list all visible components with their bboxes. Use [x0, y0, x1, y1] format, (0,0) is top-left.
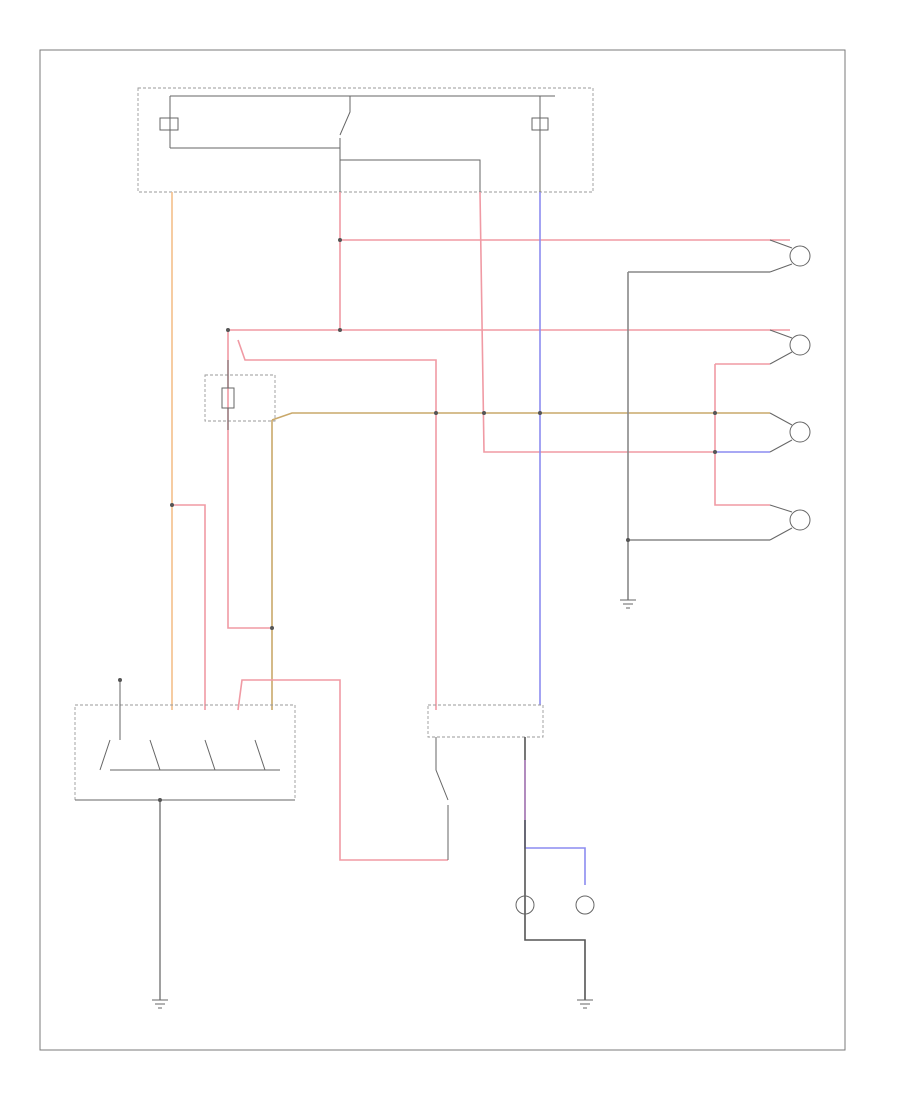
page-border — [39, 49, 846, 1051]
red-wire-left-jumper — [172, 504, 206, 710]
ground-icon — [577, 999, 593, 1009]
red-wire-return — [237, 679, 448, 861]
dark-wire-lamps — [524, 737, 586, 1000]
lamp-leads — [769, 239, 793, 541]
fuse-relay-box — [137, 87, 594, 193]
red-wire-to-brake — [237, 339, 437, 710]
lamp-icon — [789, 245, 811, 531]
ground-icon — [620, 599, 636, 609]
lamp-icon — [515, 895, 595, 915]
switch-icon — [99, 739, 280, 771]
junction-nodes — [158, 238, 717, 802]
relay-coil-icon — [159, 117, 179, 131]
olive-wire-horizontal — [271, 412, 770, 421]
headlight-switch-box — [74, 704, 296, 801]
fuse-icon — [531, 117, 549, 131]
red-wire-relay2 — [479, 191, 715, 453]
ground-icon — [152, 999, 168, 1009]
blue-wire-lower — [524, 820, 586, 885]
left-fuse-link — [169, 96, 340, 149]
red-wire-down-left — [227, 330, 270, 629]
switch-icon — [435, 737, 449, 860]
brake-switch-box — [427, 704, 544, 738]
relay-switch — [339, 96, 351, 192]
red-wire-right-loop — [714, 363, 770, 506]
connector-node — [118, 678, 122, 682]
relay-block-left — [204, 374, 276, 422]
relay-feed — [340, 159, 481, 192]
